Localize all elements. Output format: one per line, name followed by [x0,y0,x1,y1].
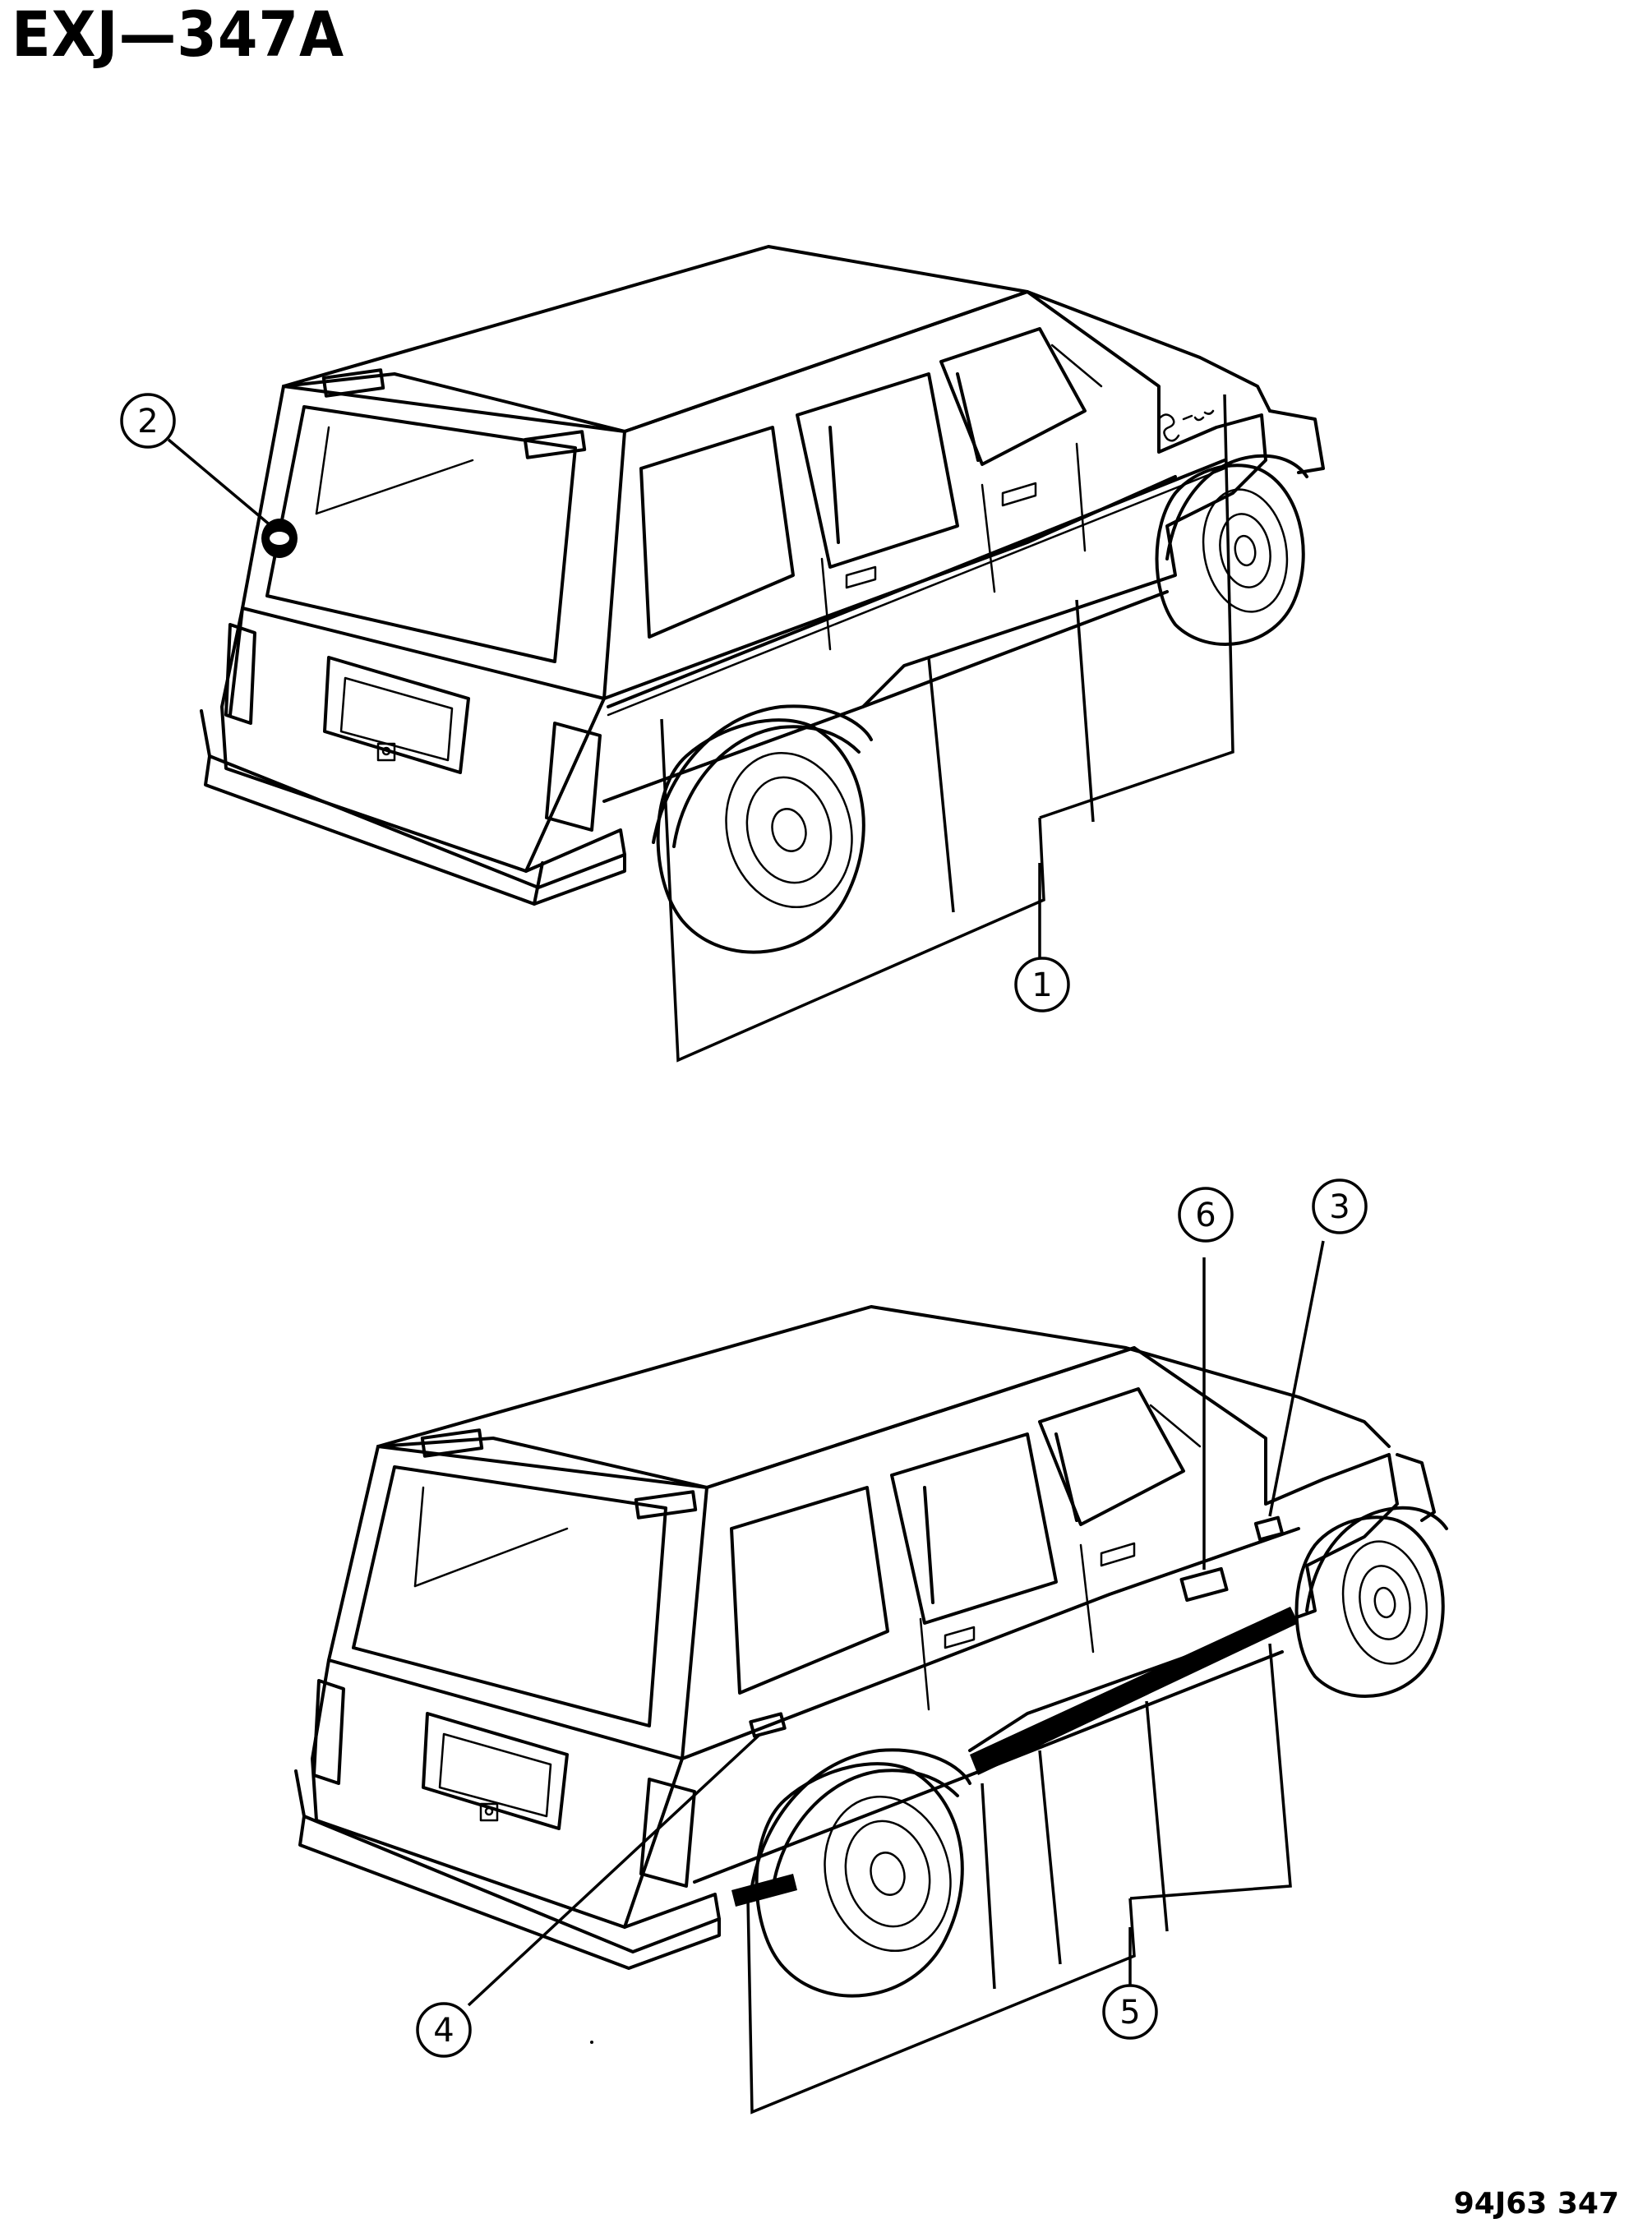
callout-5: 5 [1102,1984,1158,2040]
callout-4-leader [467,1732,762,2007]
callout-5-number: 5 [1119,1994,1140,2032]
callout-3: 3 [1312,1178,1368,1234]
callout-1-leaders [660,394,1234,1063]
callout-6-number: 6 [1195,1197,1216,1234]
callout-4-number: 4 [433,2012,454,2050]
callout-3-leader [1268,1240,1325,1517]
diagram-code: EXJ—347A [12,0,345,71]
callout-2: 2 [120,393,176,449]
spare-tire-cover-icon [261,519,298,558]
reference-code: 94J63 347 [1453,2187,1619,2221]
vehicle-bottom-icon [294,1305,1448,1998]
callout-3-number: 3 [1329,1188,1350,1226]
callout-1-number: 1 [1031,966,1052,1004]
callout-1: 1 [1014,957,1070,1012]
callout-4: 4 [416,2002,472,2058]
callout-2-leader [167,438,273,528]
vehicle-top-icon [200,245,1325,954]
callout-2-number: 2 [137,403,158,440]
callout-5-leaders [746,1643,1292,2115]
callout-6: 6 [1178,1187,1234,1243]
